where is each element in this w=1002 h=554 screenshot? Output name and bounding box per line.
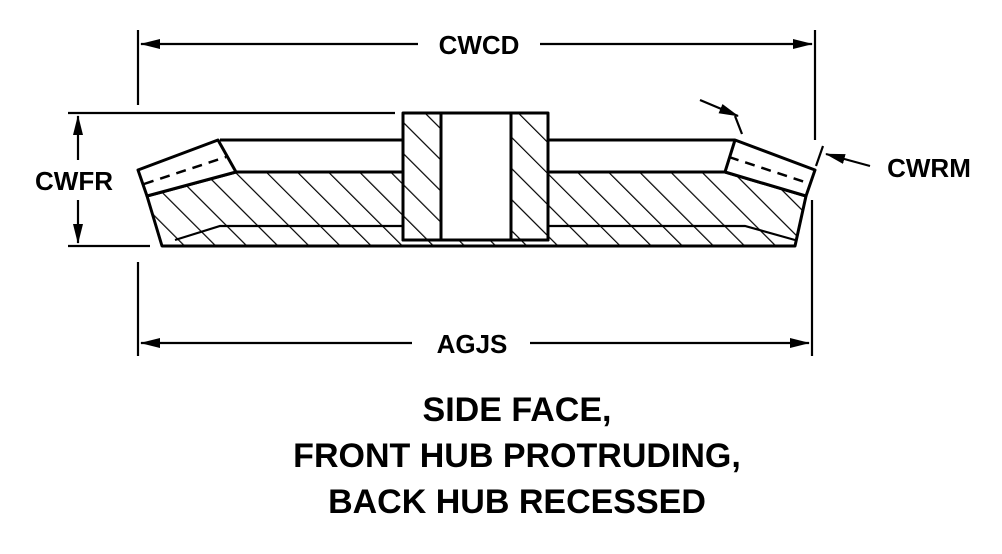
dimension-label-bottom: AGJS: [437, 329, 508, 359]
dimension-label-right: CWRM: [887, 153, 971, 183]
left-tooth: [136, 138, 238, 198]
caption-line-2: FRONT HUB PROTRUDING,: [293, 437, 741, 475]
dimension-right: CWRM: [699, 98, 971, 183]
dimension-bottom: AGJS: [140, 329, 810, 359]
gear-body: [136, 111, 817, 248]
web-lower-edge-left: [174, 224, 403, 242]
right-pitch-line: [728, 155, 812, 186]
dimension-label-left: CWFR: [35, 166, 113, 196]
hub-bore: [439, 111, 513, 242]
dimension-left: CWFR: [35, 115, 113, 244]
caption: SIDE FACE, FRONT HUB PROTRUDING, BACK HU…: [293, 391, 741, 521]
dimension-top: CWCD: [140, 30, 813, 60]
caption-line-3: BACK HUB RECESSED: [328, 483, 706, 521]
extension-lines: [68, 30, 825, 356]
left-pitch-line: [143, 155, 227, 186]
dimension-label-top: CWCD: [439, 30, 520, 60]
web-lower-edge-right: [548, 224, 796, 242]
right-tooth: [723, 138, 817, 198]
caption-line-1: SIDE FACE,: [423, 391, 612, 429]
